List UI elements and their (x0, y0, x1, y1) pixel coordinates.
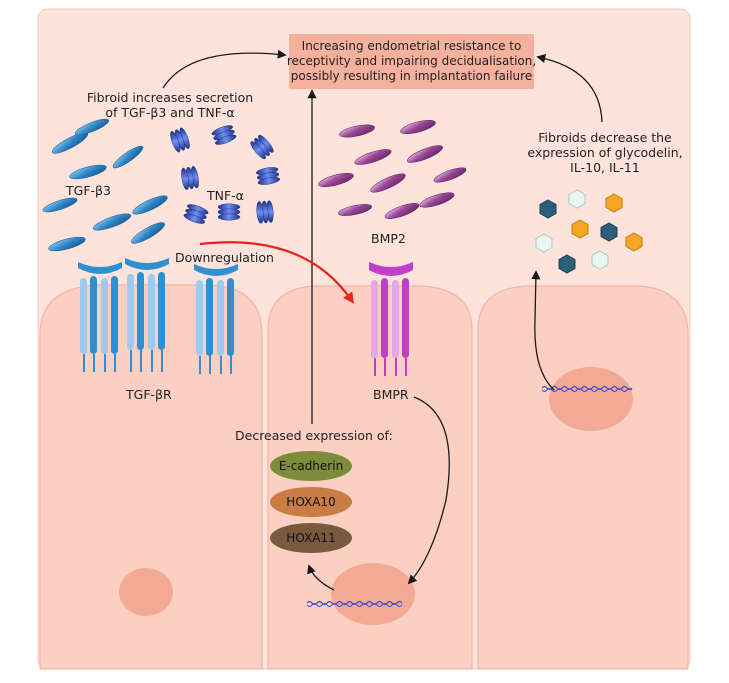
gene-pill-hoxa11: HOXA11 (270, 523, 352, 553)
right-caption-line-1: Fibroids decrease the (538, 130, 672, 145)
banner-line-1: Increasing endometrial resistance to (301, 39, 522, 53)
il-hexagon (605, 193, 623, 213)
dna-strand-right (541, 385, 633, 391)
tgf-b3-molecule (112, 145, 144, 169)
cytokine-hexagons (535, 189, 643, 274)
bmpr-receptor (369, 262, 413, 376)
tnf-a-trimer (217, 203, 241, 221)
tgf-b3-ligands (42, 118, 168, 252)
tgf-b3-molecule (51, 132, 89, 154)
banner-line-2: receptivity and impairing decidualisatio… (286, 54, 537, 68)
banner-line-3: possibly resulting in implantation failu… (290, 69, 533, 83)
bmp2-ligands (318, 120, 467, 219)
arrow-downregulation (199, 241, 354, 304)
tgf-b3-molecule (132, 195, 168, 215)
bmp2-molecule (338, 204, 372, 216)
glycodelin-hexagon (591, 250, 609, 270)
nucleus-middle (331, 563, 415, 625)
left-caption-line-1: Fibroid increases secretion (86, 90, 254, 105)
dna-strand-middle-2 (306, 603, 403, 607)
bmp2-molecule (370, 173, 406, 193)
arrow-nucleus-up (307, 564, 335, 591)
tgf-b3-molecule (42, 197, 78, 213)
arrow-bmpr-to-nucleus (407, 396, 450, 585)
il-hexagon (625, 232, 643, 252)
tnf-a-trimer (256, 200, 274, 224)
right-caption: Fibroids decrease the expression of glyc… (520, 130, 690, 175)
bmp2-molecule (354, 149, 392, 165)
tnf-a-trimer (211, 125, 237, 145)
left-caption: Fibroid increases secretion of TGF-β3 an… (72, 90, 268, 120)
left-caption-line-2: of TGF-β3 and TNF-α (105, 105, 235, 120)
tgf-br-receptor-2 (125, 258, 169, 372)
decreased-expression-label: Decreased expression of: (235, 428, 393, 443)
glycodelin-hexagon (535, 233, 553, 253)
bmp2-molecule (419, 192, 455, 208)
tgf-br-receptor-1 (78, 262, 122, 372)
dna-strand-middle (306, 600, 403, 606)
gene-pill-e-cadherin: E-cadherin (270, 451, 352, 481)
bmp2-molecule (384, 203, 420, 219)
tgf-b3-molecule (74, 118, 110, 136)
bmp2-label: BMP2 (371, 231, 406, 246)
cell-middle (267, 285, 473, 670)
glycodelin-hexagon (600, 222, 618, 242)
arrow-right-to-banner (536, 54, 603, 123)
tnf-a-trimers (170, 125, 280, 224)
tgf-b3-molecule (48, 236, 86, 252)
glycodelin-hexagon (539, 199, 557, 219)
downregulation-label: Downregulation (175, 250, 274, 265)
tgf-br-label: TGF-βR (126, 387, 172, 402)
tgf-b3-molecule (69, 164, 107, 180)
tnf-a-trimer (170, 127, 190, 153)
tnf-a-trimer (181, 166, 199, 190)
tgf-br-receptor-3 (194, 264, 238, 374)
right-caption-line-2: expression of glycodelin, (527, 145, 683, 160)
tgf-b3-molecule (92, 213, 132, 231)
glycodelin-hexagon (568, 189, 586, 209)
right-caption-line-3: IL-10, IL-11 (570, 160, 640, 175)
tgf-b3-label: TGF-β3 (66, 183, 111, 198)
tgf-b3-molecule (131, 222, 165, 244)
il-hexagon (571, 219, 589, 239)
tnf-a-label: TNF-α (207, 188, 244, 203)
glycodelin-hexagon (558, 254, 576, 274)
dna-strand-right-2 (541, 388, 633, 392)
bmpr-label: BMPR (373, 387, 409, 402)
bmp2-molecule (318, 173, 354, 187)
bmp2-molecule (433, 167, 467, 183)
cell-right (477, 285, 689, 670)
gene-pill-hoxa10: HOXA10 (270, 487, 352, 517)
bmp2-molecule (407, 145, 443, 163)
arrow-left-to-banner (162, 49, 287, 89)
tnf-a-trimer (256, 167, 280, 185)
nucleus-left (119, 568, 173, 616)
arrow-right-nucleus-to-cytokines (531, 270, 555, 391)
tnf-a-trimer (250, 134, 274, 160)
bmp2-molecule (339, 124, 375, 138)
nucleus-right (549, 367, 633, 431)
bmp2-molecule (400, 120, 436, 134)
outcome-banner: Increasing endometrial resistance to rec… (286, 34, 537, 89)
tnf-a-trimer (183, 204, 209, 224)
